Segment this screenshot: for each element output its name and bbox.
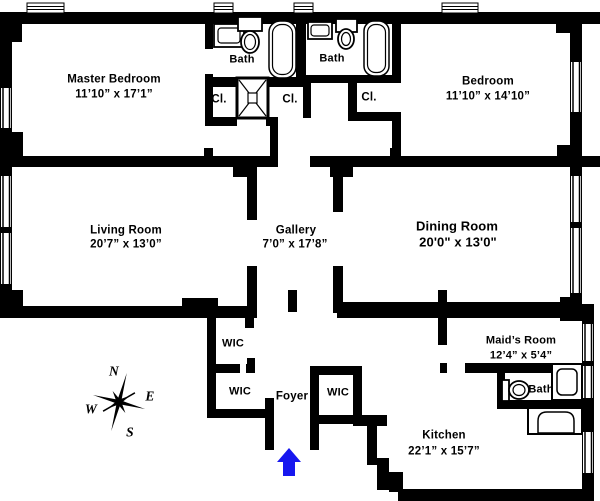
window-right-maids [583, 324, 593, 361]
label-bath-maids: Bath [528, 383, 554, 396]
room-label-dining-room: Dining Room [416, 218, 498, 234]
label-closet-left: Cl. [211, 93, 227, 106]
label-closet-right: Cl. [361, 91, 377, 104]
label-wic-top: WIC [222, 337, 244, 350]
entry-arrow [277, 448, 301, 476]
compass-west: W [84, 401, 98, 417]
room-label-maids-room: Maid’s Room [485, 334, 557, 347]
window-right-bath [583, 366, 593, 398]
room-label-living-room: Living Room [90, 224, 162, 237]
room-label-kitchen: Kitchen [422, 429, 466, 442]
label-bath-right: Bath [319, 52, 345, 65]
walls [0, 12, 600, 501]
kitchen-sink [537, 411, 575, 434]
room-label-master-bedroom: Master Bedroom [67, 73, 161, 86]
window-right-kitchen [583, 432, 593, 473]
label-closet-middle: Cl. [282, 93, 298, 106]
room-dims-living-room: 20’7” x 13’0” [90, 238, 162, 251]
compass-north: N [109, 363, 119, 379]
room-dims-master-bedroom: 11’10” x 17’1” [75, 88, 153, 101]
window-left-master [1, 88, 11, 128]
room-label-gallery: Gallery [275, 224, 317, 237]
label-wic-right: WIC [327, 386, 349, 399]
compass-south: S [126, 424, 134, 440]
room-dims-bedroom: 11’10” x 14’10” [445, 90, 531, 103]
window-left-living [1, 176, 11, 284]
compass-east: E [145, 388, 155, 404]
room-dims-maids-room: 12’4” x 5’4” [489, 349, 553, 362]
toilet-maids-tank [501, 379, 510, 402]
room-dims-gallery: 7’0” x 17’8” [262, 238, 328, 251]
label-foyer: Foyer [275, 390, 309, 403]
label-wic-left: WIC [229, 385, 251, 398]
room-label-bedroom: Bedroom [462, 75, 514, 88]
window-right-bedroom [571, 62, 581, 112]
windows [1, 2, 593, 473]
fixtures [213, 16, 583, 435]
compass-rose [92, 373, 146, 431]
room-dims-kitchen: 22’1” x 15’7” [408, 445, 480, 458]
window-top-units [26, 2, 479, 14]
label-bath-left: Bath [229, 53, 255, 66]
window-right-dining [571, 176, 581, 293]
room-dims-dining-room: 20'0" x 13'0" [419, 234, 497, 250]
toilet-left-tank [237, 16, 263, 32]
shower-stall [235, 76, 270, 120]
